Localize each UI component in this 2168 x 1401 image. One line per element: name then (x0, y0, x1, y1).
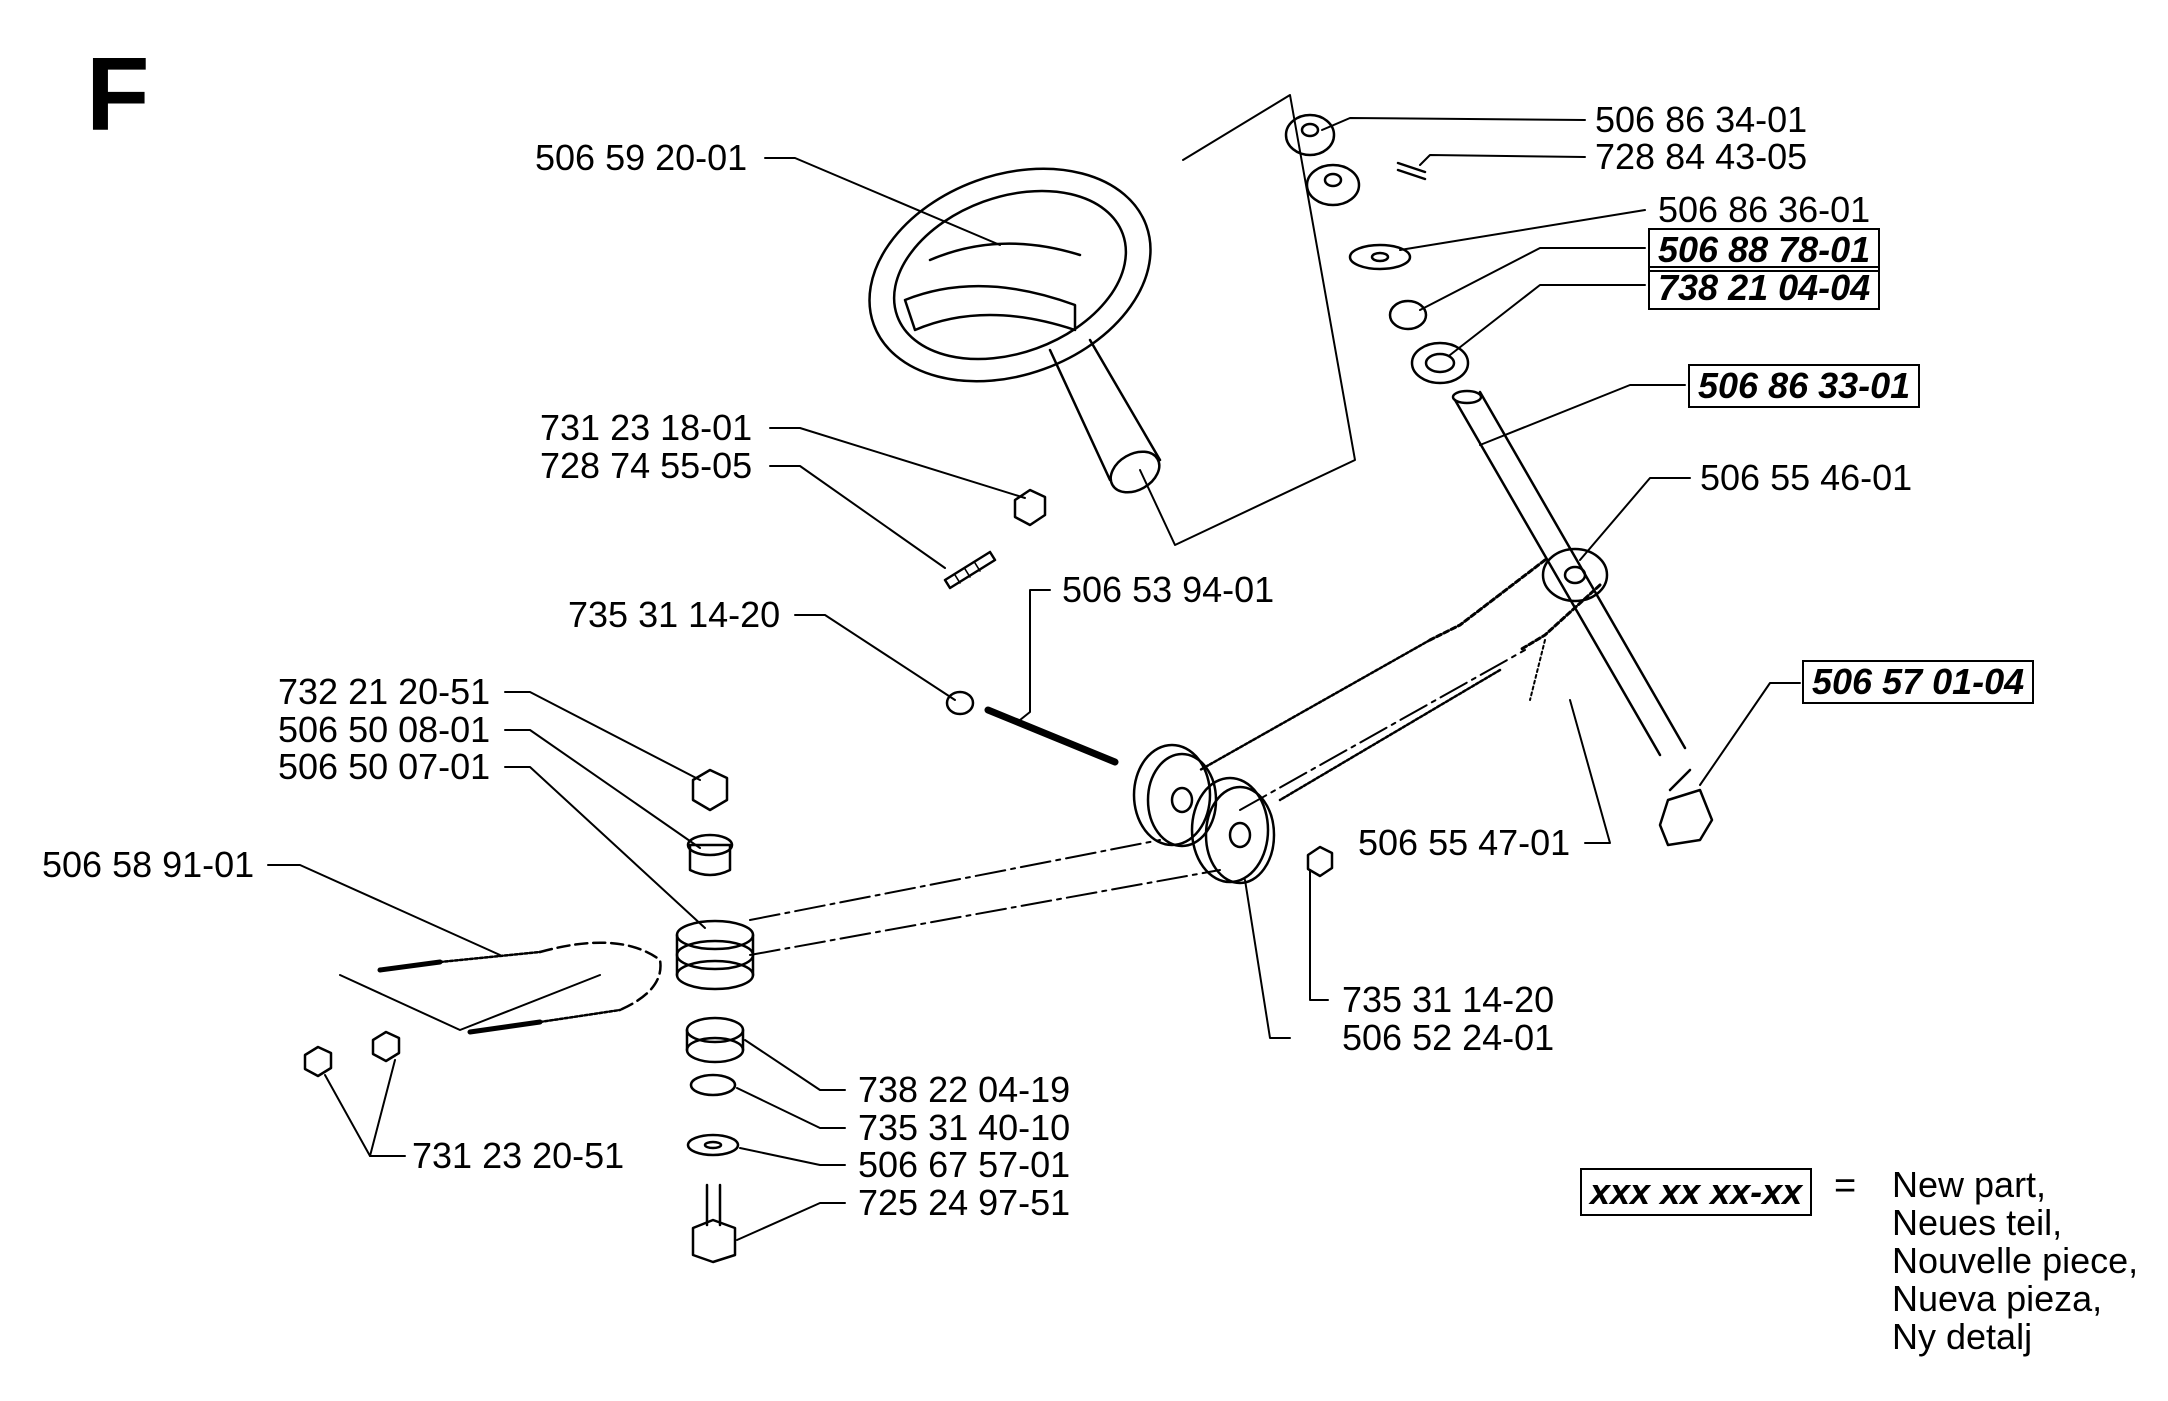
bearing-506-88-78 (1388, 299, 1428, 331)
part-label: 506 50 08-01 (278, 709, 491, 750)
group-bracket (1139, 94, 1356, 546)
pulley-right (1190, 776, 1276, 885)
part-label: 725 24 97-51 (858, 1182, 1071, 1223)
part-label: 506 59 20-01 (535, 137, 748, 178)
chain-upper (1428, 558, 1547, 642)
bolt-506-57-01 (1658, 768, 1714, 847)
steering-wheel (868, 167, 1162, 494)
part-label: 735 31 40-10 (858, 1107, 1071, 1148)
part-label: 732 21 20-51 (278, 671, 491, 712)
new-part-label: 738 21 04-04 (1648, 266, 1881, 310)
legend-key: xxx xx xx-xx (1580, 1168, 1813, 1216)
part-label: 506 58 91-01 (42, 844, 255, 885)
cable-bracket (339, 974, 601, 1031)
part-label: 506 52 24-01 (1342, 1017, 1555, 1058)
part-label: 506 86 36-01 (1658, 189, 1871, 230)
part-label: 731 23 20-51 (412, 1135, 625, 1176)
part-label: 728 84 43-05 (1595, 136, 1808, 177)
washer-506-67-57 (686, 1133, 740, 1157)
legend-line: New part, (1892, 1164, 2047, 1205)
pulley-506-50-07 (675, 919, 755, 991)
part-label: 506 86 34-01 (1595, 99, 1808, 140)
bushing-lower (1305, 163, 1361, 207)
circlip-735-31-40 (689, 1073, 737, 1097)
part-label: 506 67 57-01 (858, 1144, 1071, 1185)
washer-506-86-36 (1348, 243, 1412, 271)
legend-line: Nouvelle piece, (1892, 1240, 2139, 1281)
legend-line: Ny detalj (1892, 1316, 2033, 1357)
chain-lower (1518, 583, 1602, 652)
sprocket-506-55-46 (1541, 547, 1609, 603)
part-label: 738 22 04-19 (858, 1069, 1071, 1110)
part-label: 728 74 55-05 (540, 445, 753, 486)
screw-728-74-55 (943, 550, 997, 590)
legend-text: New part, Neues teil, Nouvelle piece, Nu… (1892, 1166, 2138, 1356)
part-label: 506 50 07-01 (278, 746, 491, 787)
section-letter: F (86, 37, 150, 153)
legend-equals: = (1834, 1165, 1857, 1207)
setscrew-728-84-43 (1396, 161, 1427, 174)
nut-735-31-14-lower (1306, 845, 1334, 878)
part-label: 506 55 46-01 (1700, 457, 1913, 498)
nut-731-23-18 (1013, 488, 1047, 527)
part-label: 735 31 14-20 (1342, 979, 1555, 1020)
part-label: 506 53 94-01 (1062, 569, 1275, 610)
bearing-738-21-04 (1410, 341, 1470, 385)
bushing-506-50-08 (688, 843, 732, 877)
part-label: 735 31 14-20 (568, 594, 781, 635)
legend-line: Nueva pieza, (1892, 1278, 2103, 1319)
new-part-label: 506 88 78-01 (1648, 228, 1881, 272)
bolt-725-24-97 (691, 1183, 737, 1264)
cable-lower (1278, 668, 1502, 802)
legend-line: Neues teil, (1892, 1202, 2063, 1243)
cable-upper (1198, 638, 1432, 772)
nut-731-23-20-b (371, 1030, 401, 1063)
bushing-506-86-34 (1284, 113, 1336, 157)
steering-shaft (1451, 389, 1687, 757)
nut-732-21-20 (691, 768, 729, 812)
new-part-label: 506 57 01-04 (1802, 660, 2035, 704)
cable-506-58-91 (377, 941, 662, 1035)
part-label: 506 55 47-01 (1358, 822, 1571, 863)
nut-735-31-14-upper (945, 690, 975, 716)
nut-731-23-20-a (303, 1045, 333, 1078)
pin-506-53-94 (984, 706, 1119, 766)
part-label: 731 23 18-01 (540, 407, 753, 448)
new-part-label: 506 86 33-01 (1688, 364, 1921, 408)
pulley-left (1132, 743, 1218, 848)
